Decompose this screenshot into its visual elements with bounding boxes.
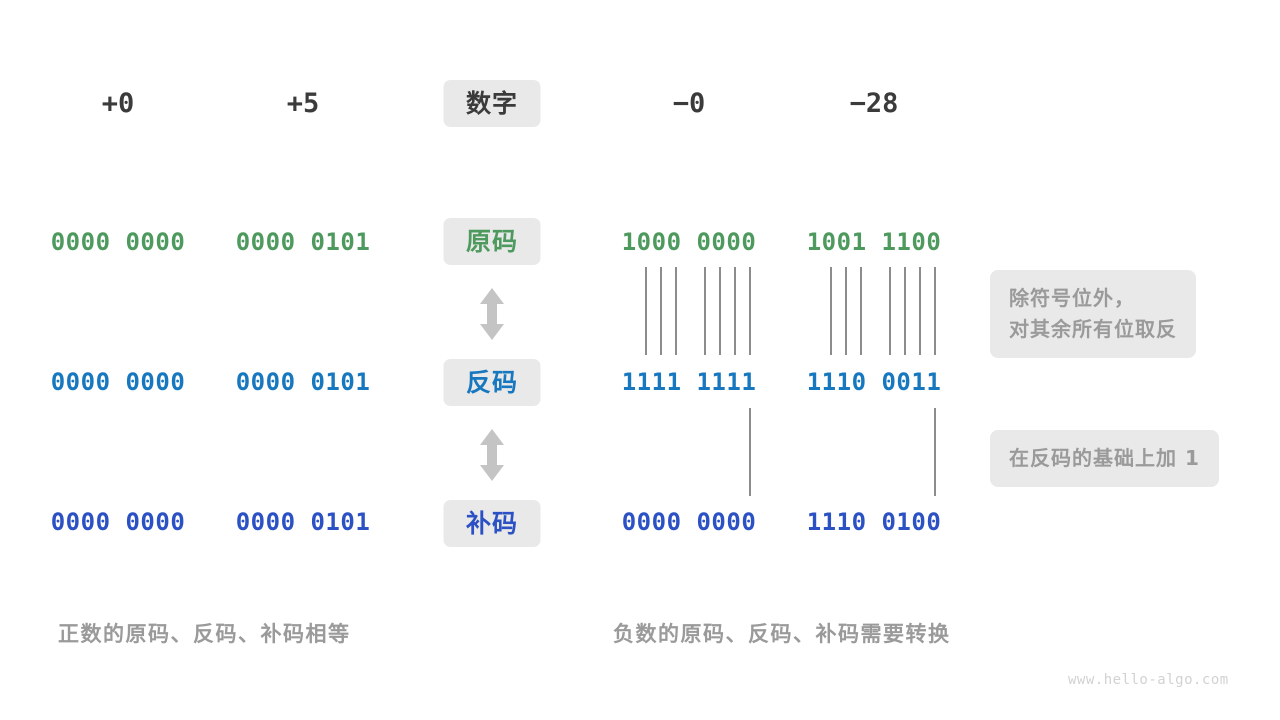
bit-connector-line <box>889 267 891 355</box>
bit-connector-line <box>704 267 706 355</box>
note-add-one: 在反码的基础上加 1 <box>990 430 1219 487</box>
carry-connector-line <box>749 408 751 496</box>
bit-connector-line <box>660 267 662 355</box>
number-header-plus-five: +5 <box>286 88 320 119</box>
bit-connector-line <box>919 267 921 355</box>
carry-connector-line <box>934 408 936 496</box>
number-header-minus-twentyeight: −28 <box>849 88 899 119</box>
ones-complement-plus-five: 0000 0101 <box>235 368 371 396</box>
row-label-ones-complement: 反码 <box>443 359 541 406</box>
double-arrow-vertical-icon-bottom <box>475 428 509 486</box>
twos-complement-plus-five: 0000 0101 <box>235 508 371 536</box>
sign-magnitude-minus-zero: 1000 0000 <box>621 228 757 256</box>
bit-connector-line <box>845 267 847 355</box>
sign-magnitude-minus-twentyeight: 1001 1100 <box>806 228 942 256</box>
caption-negative: 负数的原码、反码、补码需要转换 <box>613 622 951 646</box>
bit-connector-line <box>675 267 677 355</box>
bit-connector-line <box>645 267 647 355</box>
double-arrow-vertical-icon-top <box>475 287 509 345</box>
sign-magnitude-plus-five: 0000 0101 <box>235 228 371 256</box>
number-header-minus-zero: −0 <box>672 88 706 119</box>
row-label-twos-complement: 补码 <box>443 500 541 547</box>
row-label-sign-magnitude: 原码 <box>443 218 541 265</box>
caption-positive: 正数的原码、反码、补码相等 <box>58 622 351 646</box>
bit-connector-line <box>734 267 736 355</box>
bit-connector-line <box>904 267 906 355</box>
sign-magnitude-plus-zero: 0000 0000 <box>50 228 186 256</box>
bit-connector-line <box>749 267 751 355</box>
ones-complement-minus-zero: 1111 1111 <box>621 368 757 396</box>
number-header-plus-zero: +0 <box>101 88 135 119</box>
note-invert-line-1: 除符号位外， <box>1009 286 1135 310</box>
row-label-number: 数字 <box>443 80 541 127</box>
ones-complement-minus-twentyeight: 1110 0011 <box>806 368 942 396</box>
watermark: www.hello-algo.com <box>1068 672 1229 688</box>
ones-complement-plus-zero: 0000 0000 <box>50 368 186 396</box>
bit-connector-line <box>934 267 936 355</box>
bit-connector-line <box>860 267 862 355</box>
note-add-one-text: 在反码的基础上加 1 <box>1009 446 1200 470</box>
twos-complement-minus-twentyeight: 1110 0100 <box>806 508 942 536</box>
note-invert-bits: 除符号位外， 对其余所有位取反 <box>990 270 1196 358</box>
bit-connector-line <box>719 267 721 355</box>
bit-connector-line <box>830 267 832 355</box>
twos-complement-minus-zero: 0000 0000 <box>621 508 757 536</box>
note-invert-line-2: 对其余所有位取反 <box>1009 317 1177 341</box>
twos-complement-plus-zero: 0000 0000 <box>50 508 186 536</box>
